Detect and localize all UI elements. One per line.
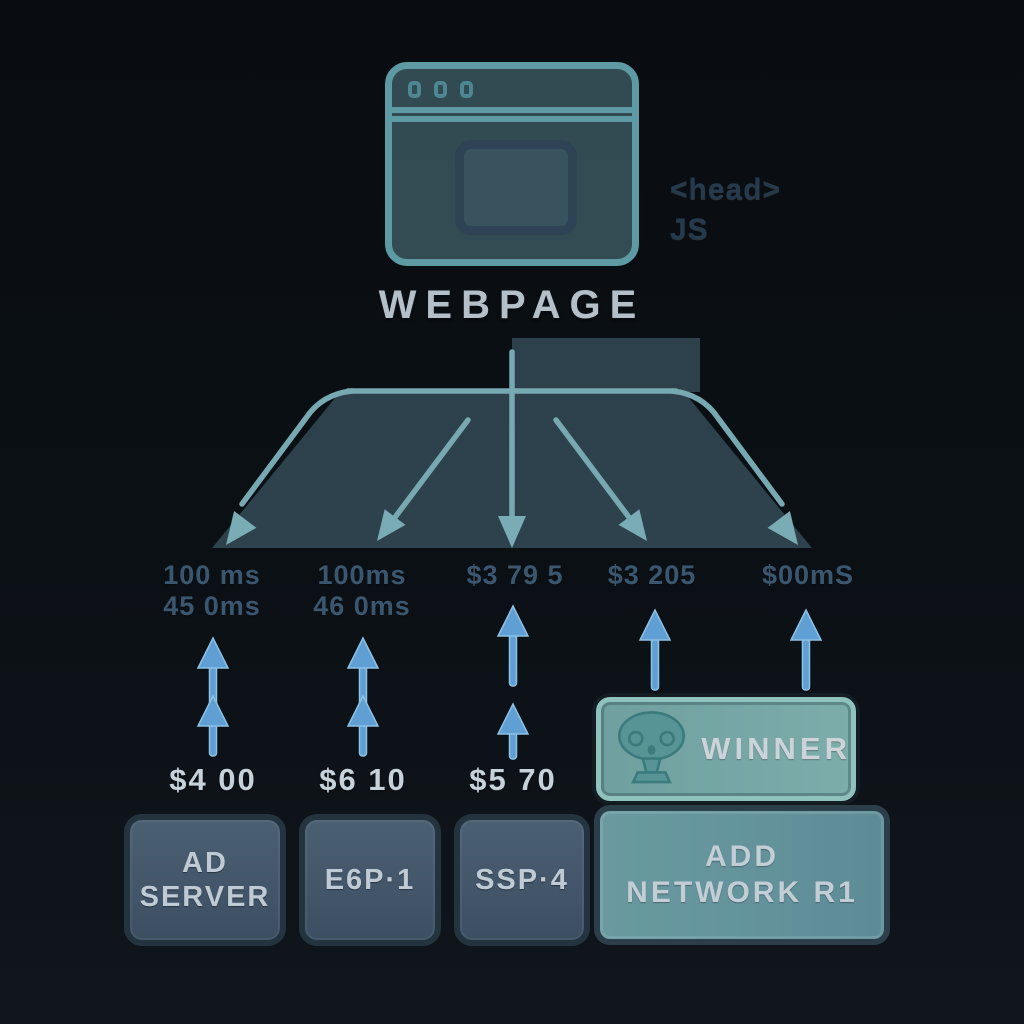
response-label: 100ms 46 0ms <box>287 560 437 622</box>
up-arrow-icon <box>508 633 518 687</box>
webpage-label: WEBPAGE <box>378 283 646 327</box>
bid-amount: $6 10 <box>319 762 407 797</box>
arrowhead <box>638 608 672 641</box>
partner-box-ad-server: AD SERVER <box>124 814 286 946</box>
head-js-annotation: <head> JS <box>670 170 890 250</box>
window-dot-icon <box>434 81 447 98</box>
response-top: 100 ms <box>163 560 261 590</box>
partner-box-ssp4: SSP·4 <box>454 814 590 946</box>
window-dot-icon <box>460 81 473 98</box>
window-header-line <box>392 116 632 122</box>
arrowhead <box>767 511 798 545</box>
partner-box-e6p1: E6P·1 <box>299 814 441 946</box>
up-arrow-icon <box>508 731 518 760</box>
response-bottom: 45 0ms <box>163 591 261 621</box>
arrowhead <box>226 511 257 545</box>
response-label: 100 ms 45 0ms <box>137 560 287 622</box>
window-header-line <box>392 107 632 113</box>
partner-name: AD <box>182 847 228 879</box>
down-arrow-icon <box>387 417 471 527</box>
response-label: $3 79 5 <box>440 560 590 591</box>
window-dot-icon <box>408 81 421 98</box>
bid-amount: $5 70 <box>469 762 557 797</box>
response-top: $00mS <box>761 560 855 590</box>
arrowhead <box>377 509 406 541</box>
response-bottom: 46 0ms <box>313 591 411 621</box>
head-tag-text: <head> <box>670 173 782 206</box>
arrowhead <box>196 636 230 669</box>
ad-slot-icon <box>455 140 577 235</box>
js-text: JS <box>670 213 709 246</box>
arrowhead <box>346 694 380 727</box>
arrowhead <box>498 516 526 548</box>
trophy-icon <box>618 711 686 784</box>
ad-network-name: ADD <box>705 840 779 873</box>
response-top: $3 205 <box>607 560 697 590</box>
down-arrow-icon <box>553 417 637 527</box>
winner-badge: WINNER <box>596 697 856 801</box>
up-arrow-icon <box>650 637 660 691</box>
browser-window-icon <box>385 62 639 266</box>
arrowhead <box>496 702 530 735</box>
arrowhead <box>618 509 647 541</box>
arrowhead <box>196 694 230 727</box>
bid-amount: $4 00 <box>169 762 257 797</box>
response-top: 100ms <box>317 560 407 590</box>
winner-label: WINNER <box>701 731 851 766</box>
down-arrow-icon <box>239 388 355 507</box>
down-arrow-icon <box>669 388 785 507</box>
response-label: $3 205 <box>577 560 727 591</box>
up-arrow-icon <box>801 637 811 691</box>
ad-network-box: ADD NETWORK R1 <box>594 805 890 945</box>
partner-name: SERVER <box>139 881 271 913</box>
partner-name: E6P·1 <box>324 864 416 896</box>
arrowhead <box>346 636 380 669</box>
response-top: $3 79 5 <box>466 560 564 590</box>
partner-name: SSP·4 <box>475 864 569 896</box>
response-label: $00mS <box>733 560 883 591</box>
ad-network-name: NETWORK R1 <box>626 876 858 909</box>
arrowhead <box>789 608 823 641</box>
arrowhead <box>496 604 530 637</box>
